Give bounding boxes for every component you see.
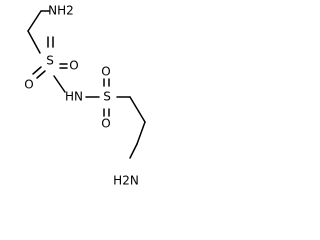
bond-sulfur-left-to-imide [53,75,66,93]
atom-oxygen-right-b-label: O [101,117,110,131]
molecule-structure-canvas: NH2 S O O HN S O O H2N [0,0,166,192]
bond-sulfur-left-oxygen-b-2 [36,70,46,79]
atom-amine-top-label: NH2 [48,4,74,18]
atom-oxygen-left-b-label: O [24,78,33,92]
atom-oxygen-right-a-label: O [101,65,110,79]
atom-imide-label: HN [65,90,83,104]
atom-oxygen-left-a-label: O [69,59,78,73]
bond-carbon-chain-lower [129,96,146,123]
atom-amine-bottom-label: H2N [113,174,139,188]
bond-sulfur-left-oxygen-b-1 [32,66,42,75]
atom-sulfur-left-label: S [46,54,54,68]
atom-sulfur-right-label: S [103,90,111,104]
bond-carbon-to-sulfur-left [27,30,41,54]
bond-carbon-chain-upper [27,10,42,32]
bond-carbon-to-amine-bottom [136,121,146,145]
chemical-structure-diagram: NH2 S O O HN S O O H2N [24,4,146,188]
bond-amine-bottom-stub [129,143,138,159]
